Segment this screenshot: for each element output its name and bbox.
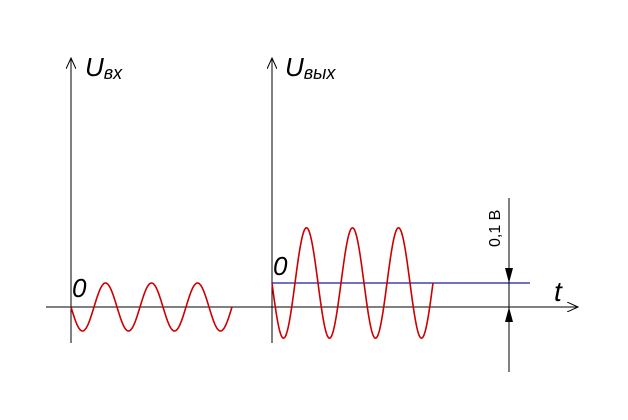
input-origin-label: 0: [72, 273, 87, 303]
input-axis-subscript: вх: [104, 63, 123, 83]
output-origin-label: 0: [273, 251, 288, 281]
output-axis-label: Uвых: [285, 52, 336, 83]
dimension-label: 0,1 В: [487, 210, 504, 247]
input-axis-label: Uвх: [85, 52, 123, 83]
input-signal-wave: [70, 282, 233, 332]
output-axis-symbol: U: [285, 52, 304, 82]
output-signal-wave: [271, 226, 434, 340]
input-axis-symbol: U: [85, 52, 104, 82]
dimension-arrow-top: [505, 268, 513, 283]
output-axis-subscript: вых: [304, 63, 337, 83]
dimension-arrow-bottom: [505, 307, 513, 322]
time-axis-label: t: [554, 276, 563, 307]
